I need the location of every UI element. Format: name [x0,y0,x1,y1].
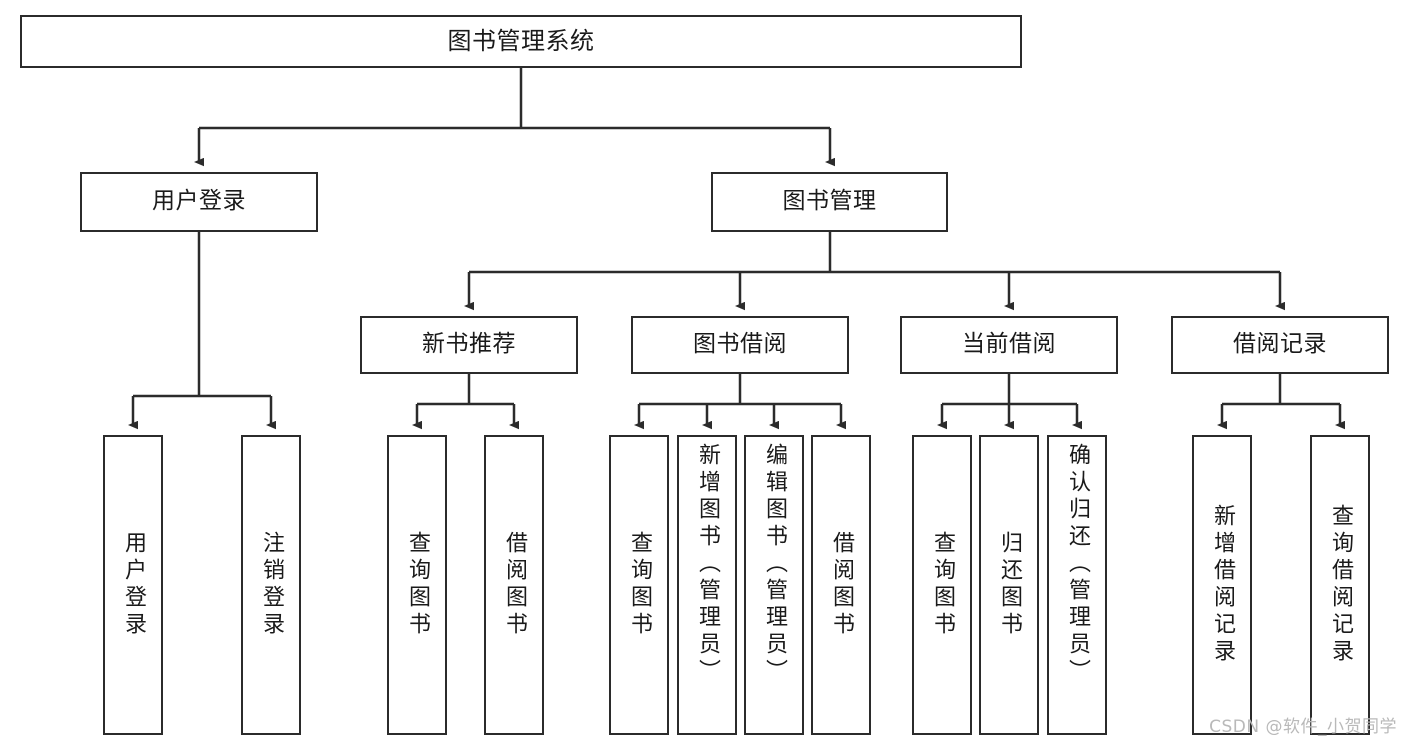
leaf-label: 借阅图书 [829,531,854,639]
leaf-inner: 新增借阅记录 [1194,437,1250,733]
leaf-current-borrow-confirm-return-admin[interactable]: 确认归还（管理员） [1047,435,1107,735]
leaf-inner: 查询图书 [914,437,970,733]
node-root-book-management-system[interactable]: 图书管理系统 [20,15,1022,68]
leaf-label: 确认归还（管理员） [1065,443,1090,686]
leaf-book-borrow-query-book[interactable]: 查询图书 [609,435,669,735]
node-label: 图书管理系统 [447,27,595,56]
leaf-inner: 确认归还（管理员） [1049,437,1105,739]
leaf-borrow-record-add-record[interactable]: 新增借阅记录 [1192,435,1252,735]
leaf-inner: 查询借阅记录 [1312,437,1368,733]
leaf-inner: 新增图书（管理员） [679,437,735,739]
leaf-inner: 用户登录 [105,437,161,733]
leaf-inner: 注销登录 [243,437,299,733]
node-new-book-recommend[interactable]: 新书推荐 [360,316,578,374]
leaf-label: 查询图书 [930,531,955,639]
node-book-management[interactable]: 图书管理 [711,172,948,232]
csdn-watermark: CSDN @软件_小贺同学 [1209,717,1397,737]
leaf-label: 归还图书 [997,531,1022,639]
node-borrow-record[interactable]: 借阅记录 [1171,316,1389,374]
node-book-borrow[interactable]: 图书借阅 [631,316,849,374]
leaf-inner: 归还图书 [981,437,1037,733]
node-user-login[interactable]: 用户登录 [80,172,318,232]
node-label: 用户登录 [152,188,246,215]
node-current-borrow[interactable]: 当前借阅 [900,316,1118,374]
leaf-new-book-borrow-book[interactable]: 借阅图书 [484,435,544,735]
leaf-label: 注销登录 [259,531,284,639]
leaf-new-book-query-book[interactable]: 查询图书 [387,435,447,735]
leaf-label: 新增借阅记录 [1210,504,1235,666]
leaf-inner: 编辑图书（管理员） [746,437,802,739]
leaf-inner: 查询图书 [389,437,445,733]
leaf-book-borrow-edit-book-admin[interactable]: 编辑图书（管理员） [744,435,804,735]
node-label: 当前借阅 [962,331,1056,358]
leaf-book-borrow-add-book-admin[interactable]: 新增图书（管理员） [677,435,737,735]
leaf-label: 编辑图书（管理员） [762,443,787,686]
leaf-inner: 借阅图书 [486,437,542,733]
leaf-current-borrow-return-book[interactable]: 归还图书 [979,435,1039,735]
leaf-inner: 借阅图书 [813,437,869,733]
leaf-user-login-logout[interactable]: 注销登录 [241,435,301,735]
leaf-label: 查询图书 [627,531,652,639]
leaf-label: 查询图书 [405,531,430,639]
leaf-current-borrow-query-book[interactable]: 查询图书 [912,435,972,735]
leaf-label: 新增图书（管理员） [695,443,720,686]
node-label: 新书推荐 [422,331,516,358]
leaf-book-borrow-borrow-book[interactable]: 借阅图书 [811,435,871,735]
leaf-label: 查询借阅记录 [1328,504,1353,666]
node-label: 图书借阅 [693,331,787,358]
leaf-inner: 查询图书 [611,437,667,733]
leaf-user-login-login[interactable]: 用户登录 [103,435,163,735]
leaf-label: 用户登录 [121,531,146,639]
node-label: 图书管理 [782,188,877,215]
node-label: 借阅记录 [1233,331,1327,358]
leaf-label: 借阅图书 [502,531,527,639]
leaf-borrow-record-query-record[interactable]: 查询借阅记录 [1310,435,1370,735]
